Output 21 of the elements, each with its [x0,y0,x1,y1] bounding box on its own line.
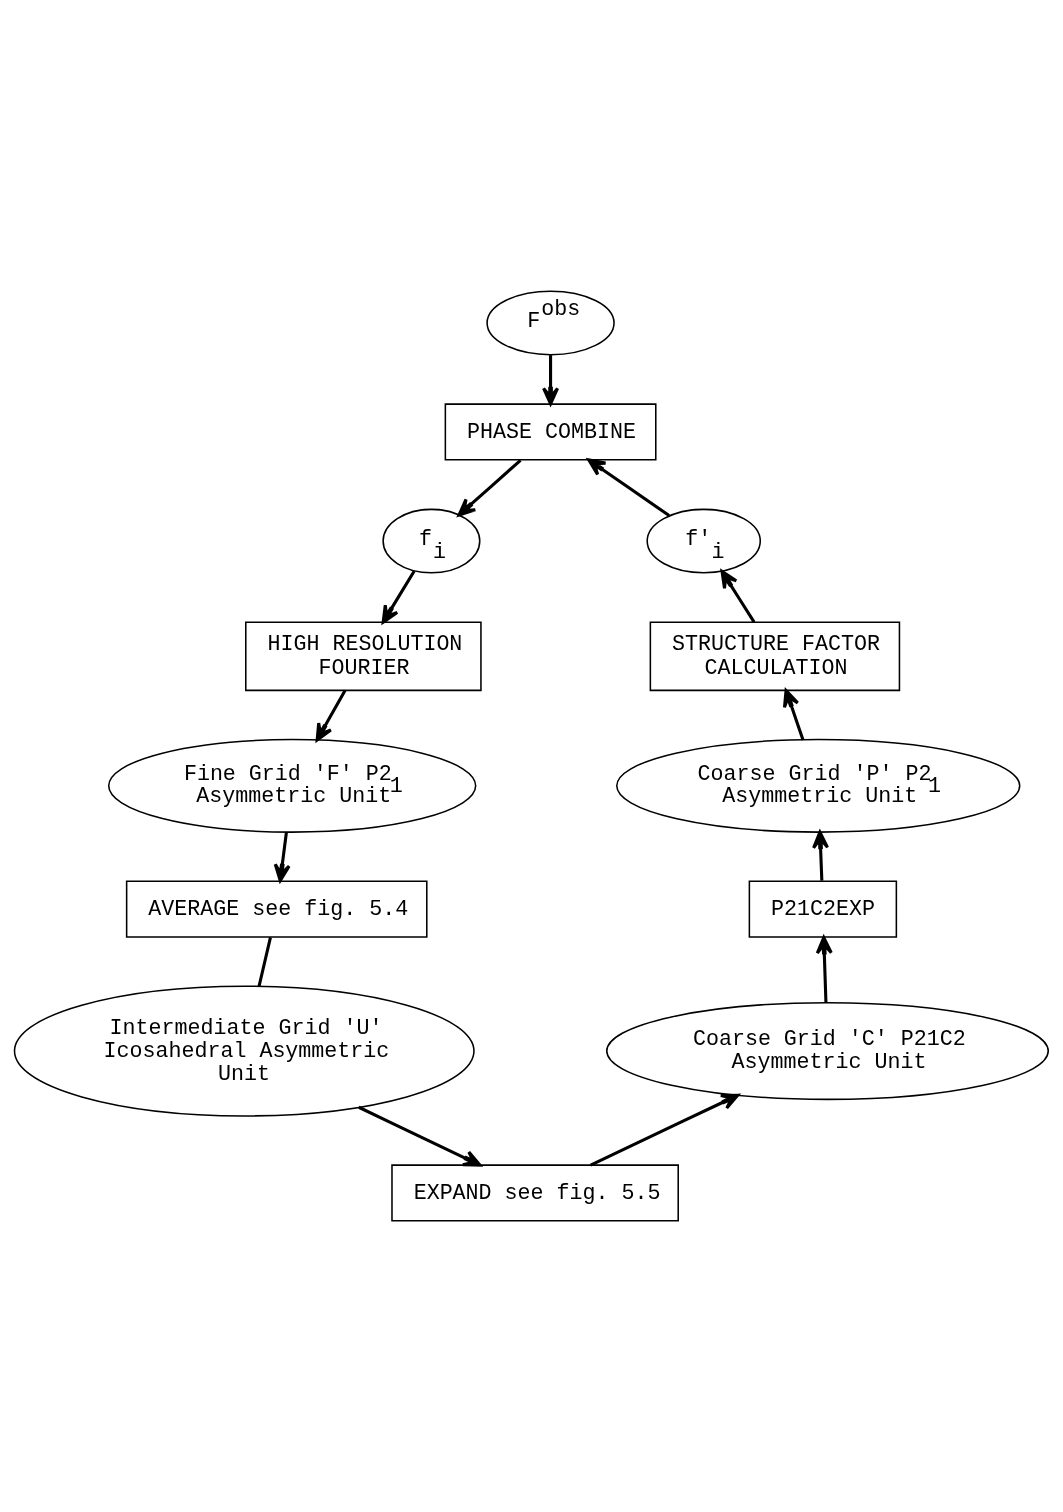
arrow [812,830,830,881]
arrow [782,688,805,741]
node-box: HIGH RESOLUTION FOURIER [245,621,482,692]
arrow [815,935,833,1003]
arrow [720,569,756,623]
arrow [457,459,522,517]
node-box: P21C2EXP [748,880,898,938]
arrow [587,458,670,517]
node-box: EXPAND see fig. 5.5 [391,1164,679,1222]
arrow [315,689,347,742]
arrow [590,1093,740,1167]
arrow [358,1105,482,1167]
arrow [542,355,560,406]
node-box: PHASE COMBINE [444,403,657,461]
node-ellipse: Coarse Grid 'C' P21C2 Asymmetric Unit [606,1001,1049,1101]
node-box: AVERAGE see fig. 5.4 [125,880,428,938]
node-box: STRUCTURE FACTOR CALCULATION [649,621,901,692]
arrow [381,570,416,624]
arrow [273,831,291,883]
node-ellipse: Intermediate Grid 'U' Icosahedral Asymmetric Unit [13,985,475,1117]
connector [257,937,272,987]
